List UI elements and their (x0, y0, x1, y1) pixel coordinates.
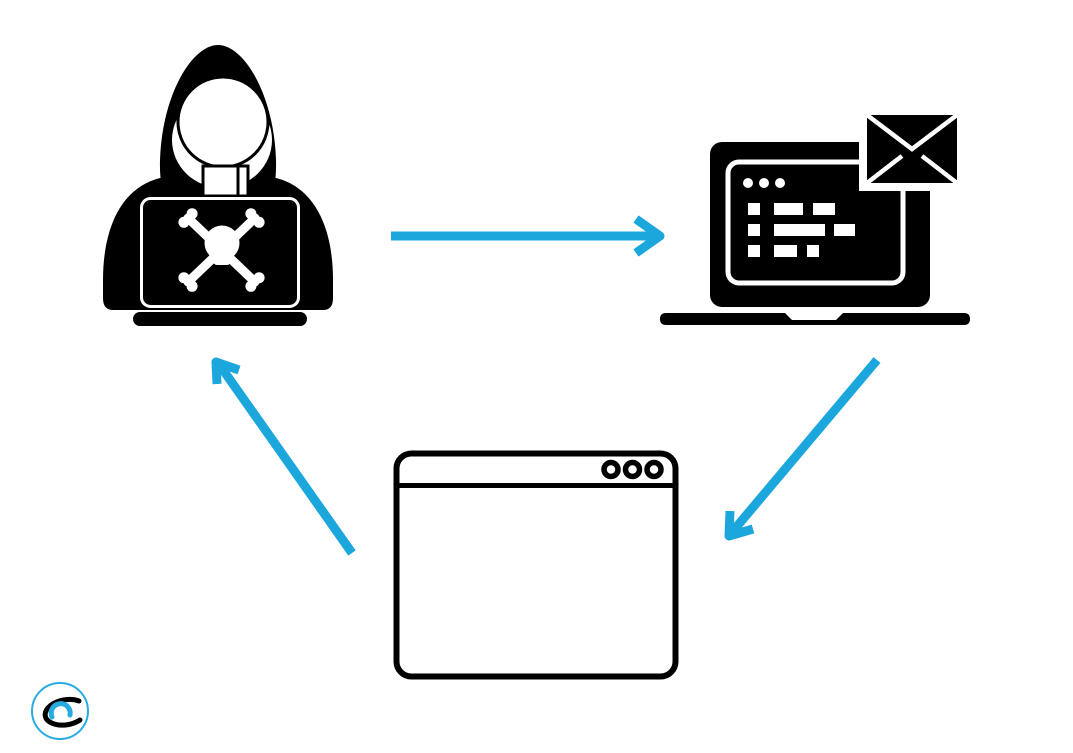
browser-titlebar-buttons (601, 459, 664, 480)
node-target-laptop (655, 103, 975, 328)
arrow-laptop-to-browser (724, 357, 881, 541)
arrow-attacker-to-laptop (391, 215, 665, 257)
eye-outline (42, 696, 83, 728)
skull-crossbones-icon (178, 208, 265, 292)
hacker-face (176, 75, 270, 169)
hacker-laptop-base (133, 312, 307, 326)
laptop-terminal-email-icon (660, 107, 970, 325)
node-attacker (100, 40, 336, 330)
terminal-code-lines (748, 203, 855, 257)
terminal-dots (743, 178, 785, 188)
arrow-browser-to-attacker (211, 357, 356, 556)
eye-iris (48, 701, 73, 720)
eye-logo (29, 681, 91, 741)
envelope-icon (865, 113, 959, 185)
browser-frame (393, 450, 679, 680)
skull-head (204, 225, 240, 261)
node-browser-window (390, 447, 682, 683)
eye-logo-icon (31, 682, 89, 740)
terminal-window (725, 159, 906, 286)
hacker-icon (103, 45, 333, 326)
hacker-collar (201, 164, 250, 198)
laptop-base (660, 313, 970, 325)
browser-window-icon (393, 450, 679, 680)
